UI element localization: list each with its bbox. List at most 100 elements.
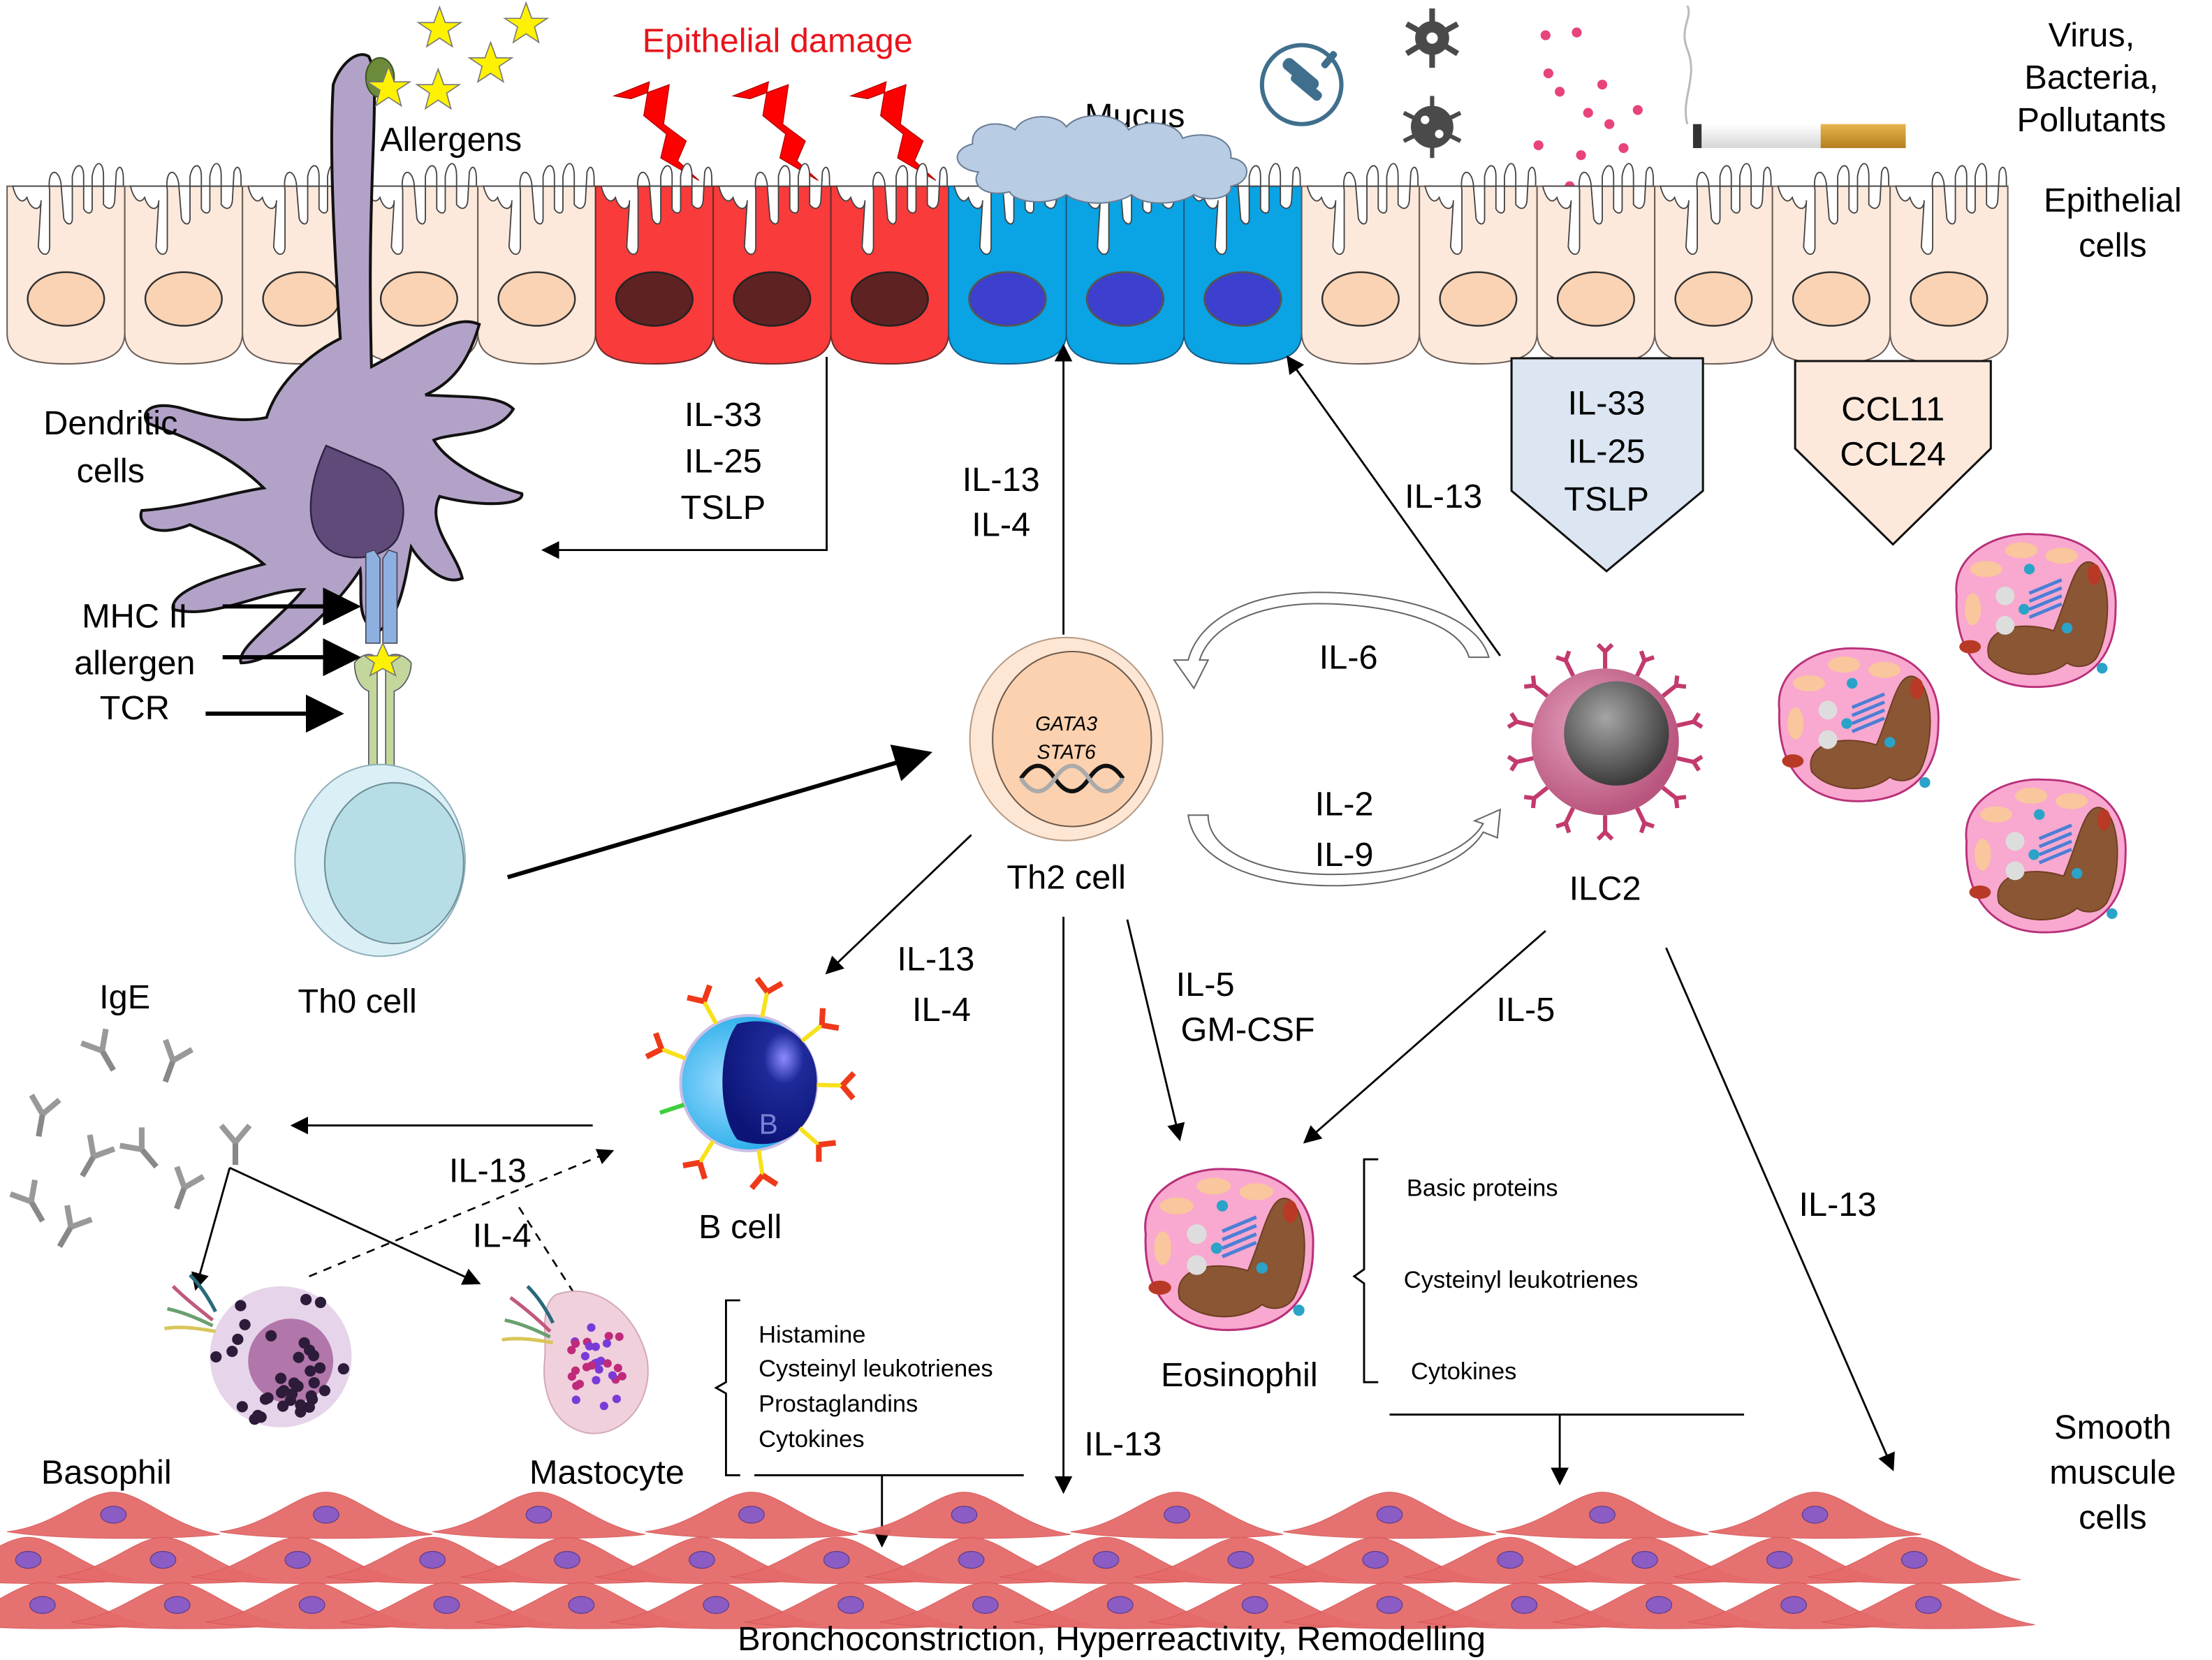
outcome-label: Bronchoconstriction, Hyperreactivity, Re… (738, 1620, 1486, 1658)
smooth-muscle-cell (432, 1492, 645, 1538)
th2-epi-cytokine-1: IL-13 (962, 461, 1040, 499)
eos-mediator-2: Cysteinyl leukotrienes (1404, 1267, 1639, 1293)
th2-eos-cytokine-1: IL-5 (1176, 966, 1235, 1004)
il2-label: IL-2 (1315, 785, 1374, 823)
ige-label: IgE (99, 978, 150, 1016)
smooth-muscle-cell (645, 1492, 858, 1538)
epithelial-cell (1302, 163, 1420, 364)
mast-b-cytokine-1: IL-13 (449, 1152, 527, 1189)
smooth-muscle-cell (1283, 1492, 1496, 1538)
smooth-muscle-layer (0, 1492, 2035, 1629)
mast-mediator-1: Histamine (759, 1322, 865, 1349)
epi-dc-cytokine-3: TSLP (680, 489, 766, 527)
b-cell-letter: B (759, 1108, 778, 1140)
box2-chemokine-1: CCL11 (1841, 390, 1944, 428)
dendritic-cells-label-2: cells (77, 453, 145, 490)
eosinophil-icon (1966, 779, 2125, 932)
box1-cytokine-1: IL-33 (1568, 385, 1646, 423)
eosinophil-icon (1956, 534, 2116, 687)
ige-antibody-icon (47, 1205, 92, 1254)
eos-mediators-bracket (1354, 1159, 1379, 1382)
box1-cytokine-2: IL-25 (1568, 433, 1646, 471)
epithelial-cells-label-1: Epithelial (2044, 182, 2182, 219)
smooth-muscle-label-2: muscule (2049, 1454, 2176, 1492)
smooth-muscle-cell (7, 1492, 220, 1538)
damaged-epithelial-cell (713, 163, 831, 364)
th2-sm-cytokine: IL-13 (1084, 1425, 1162, 1463)
ige-antibody-icon (163, 1167, 204, 1214)
smooth-muscle-label-3: cells (2079, 1499, 2146, 1536)
mastocyte-cell (544, 1291, 648, 1434)
ilc2-epi-cytokine: IL-13 (1405, 478, 1482, 515)
th2-eos-cytokine-2: GM-CSF (1180, 1011, 1314, 1049)
ige-antibody-icon (221, 1126, 250, 1166)
mhc-ii-label: MHC II (82, 598, 188, 636)
eosinophil-icon (1145, 1169, 1313, 1330)
smooth-muscle-label-1: Smooth (2054, 1409, 2171, 1446)
eosinophil-cluster (1779, 534, 2125, 932)
ige-to-basophil-arrow (196, 1168, 230, 1289)
star-icon (469, 43, 512, 82)
eos-mediator-3: Cytokines (1411, 1358, 1516, 1385)
ige-to-mastocyte-arrow (230, 1168, 479, 1284)
receptor-strands (164, 1275, 215, 1332)
dendritic-cells-label-1: Dendritic (43, 404, 177, 442)
eos-mediator-1: Basic proteins (1407, 1175, 1558, 1202)
ige-antibody-icon (24, 1095, 59, 1139)
th0-cell (295, 765, 465, 957)
eosinophil-cell (1145, 1169, 1313, 1330)
mast-mediator-2: Cysteinyl leukotrienes (759, 1356, 993, 1382)
eosinophil-icon (1779, 648, 1938, 801)
mucus-cloud (958, 115, 1247, 203)
epithelial-cell (1890, 163, 2008, 364)
damaged-epithelial-cell (831, 163, 949, 364)
th2-epi-cytokine-2: IL-4 (972, 506, 1030, 544)
star-icon (417, 69, 460, 109)
box2-chemokine-2: CCL24 (1840, 436, 1946, 473)
epithelial-cell (1773, 163, 1891, 364)
bacteria-icon (1262, 45, 1342, 124)
allergen-label: allergen (74, 644, 195, 682)
mast-mediator-3: Prostaglandins (759, 1391, 918, 1418)
epithelial-cell (478, 163, 596, 364)
ilc2-label: ILC2 (1569, 870, 1641, 908)
b-cell-label: B cell (698, 1208, 782, 1246)
damaged-epithelial-cell (596, 163, 714, 364)
allergens-label: Allergens (380, 121, 522, 159)
smooth-muscle-cell (1071, 1492, 1284, 1538)
epithelial-cell (1537, 163, 1655, 364)
smooth-muscle-cell (1496, 1492, 1709, 1538)
epithelial-cells-label-2: cells (2079, 227, 2146, 265)
trigger-label-pollutants: Pollutants (2016, 101, 2166, 139)
ilc2-eos-cytokine: IL-5 (1496, 991, 1555, 1029)
box1-cytokine-3: TSLP (1564, 480, 1649, 518)
ige-antibody-icon (81, 1029, 126, 1077)
smooth-muscle-cell (220, 1492, 433, 1538)
mastocyte-label: Mastocyte (529, 1454, 684, 1492)
il9-label: IL-9 (1315, 836, 1374, 874)
epithelial-cell (1419, 163, 1537, 364)
th2-gene-stat6: STAT6 (1037, 742, 1096, 764)
ilc2-cell (1508, 645, 1702, 839)
virus-icon (1404, 96, 1460, 158)
epi-dc-cytokine-2: IL-25 (684, 443, 762, 480)
il6-label: IL-6 (1319, 638, 1378, 676)
th0-cell-label: Th0 cell (298, 983, 417, 1020)
th2-cell (970, 638, 1163, 841)
damage-lightning-bolts (614, 82, 936, 180)
basophil-cell (210, 1286, 351, 1427)
th2-to-eosinophil-arrow (1127, 920, 1180, 1140)
epi-dc-cytokine-1: IL-33 (684, 396, 762, 434)
trigger-label-virus: Virus, (2049, 17, 2135, 54)
th2-cell-label: Th2 cell (1006, 858, 1126, 896)
th2-b-cytokine-2: IL-4 (912, 991, 971, 1029)
smooth-muscle-cell (858, 1492, 1071, 1538)
ige-antibody-icon (120, 1127, 168, 1175)
ilc2-to-eosinophil-arrow (1305, 931, 1546, 1143)
eosinophil-label: Eosinophil (1161, 1356, 1318, 1394)
ilc2-sm-cytokine: IL-13 (1799, 1186, 1877, 1224)
ige-antibody-icon (10, 1180, 55, 1228)
epithelial-cell (7, 163, 125, 364)
mast-mediators-bracket (716, 1300, 740, 1475)
